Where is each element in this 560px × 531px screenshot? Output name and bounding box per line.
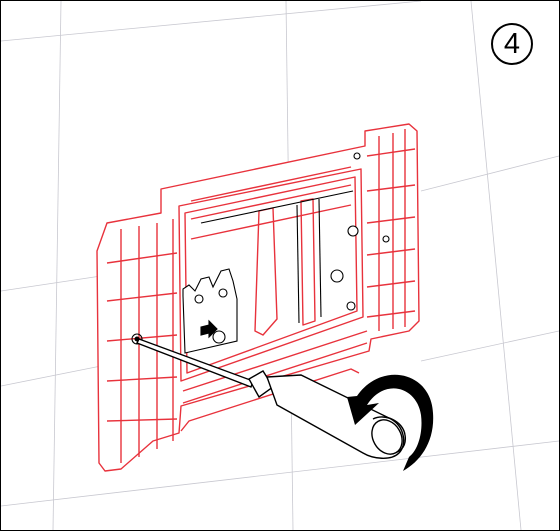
rotate-clockwise-arrow-icon: [347, 374, 434, 471]
frame-inner-details: [131, 152, 390, 354]
mounting-frame: [96, 123, 420, 472]
push-arrow-icon: [200, 319, 218, 339]
screwdriver-icon: [136, 338, 406, 459]
step-number-badge: 4: [491, 23, 533, 65]
